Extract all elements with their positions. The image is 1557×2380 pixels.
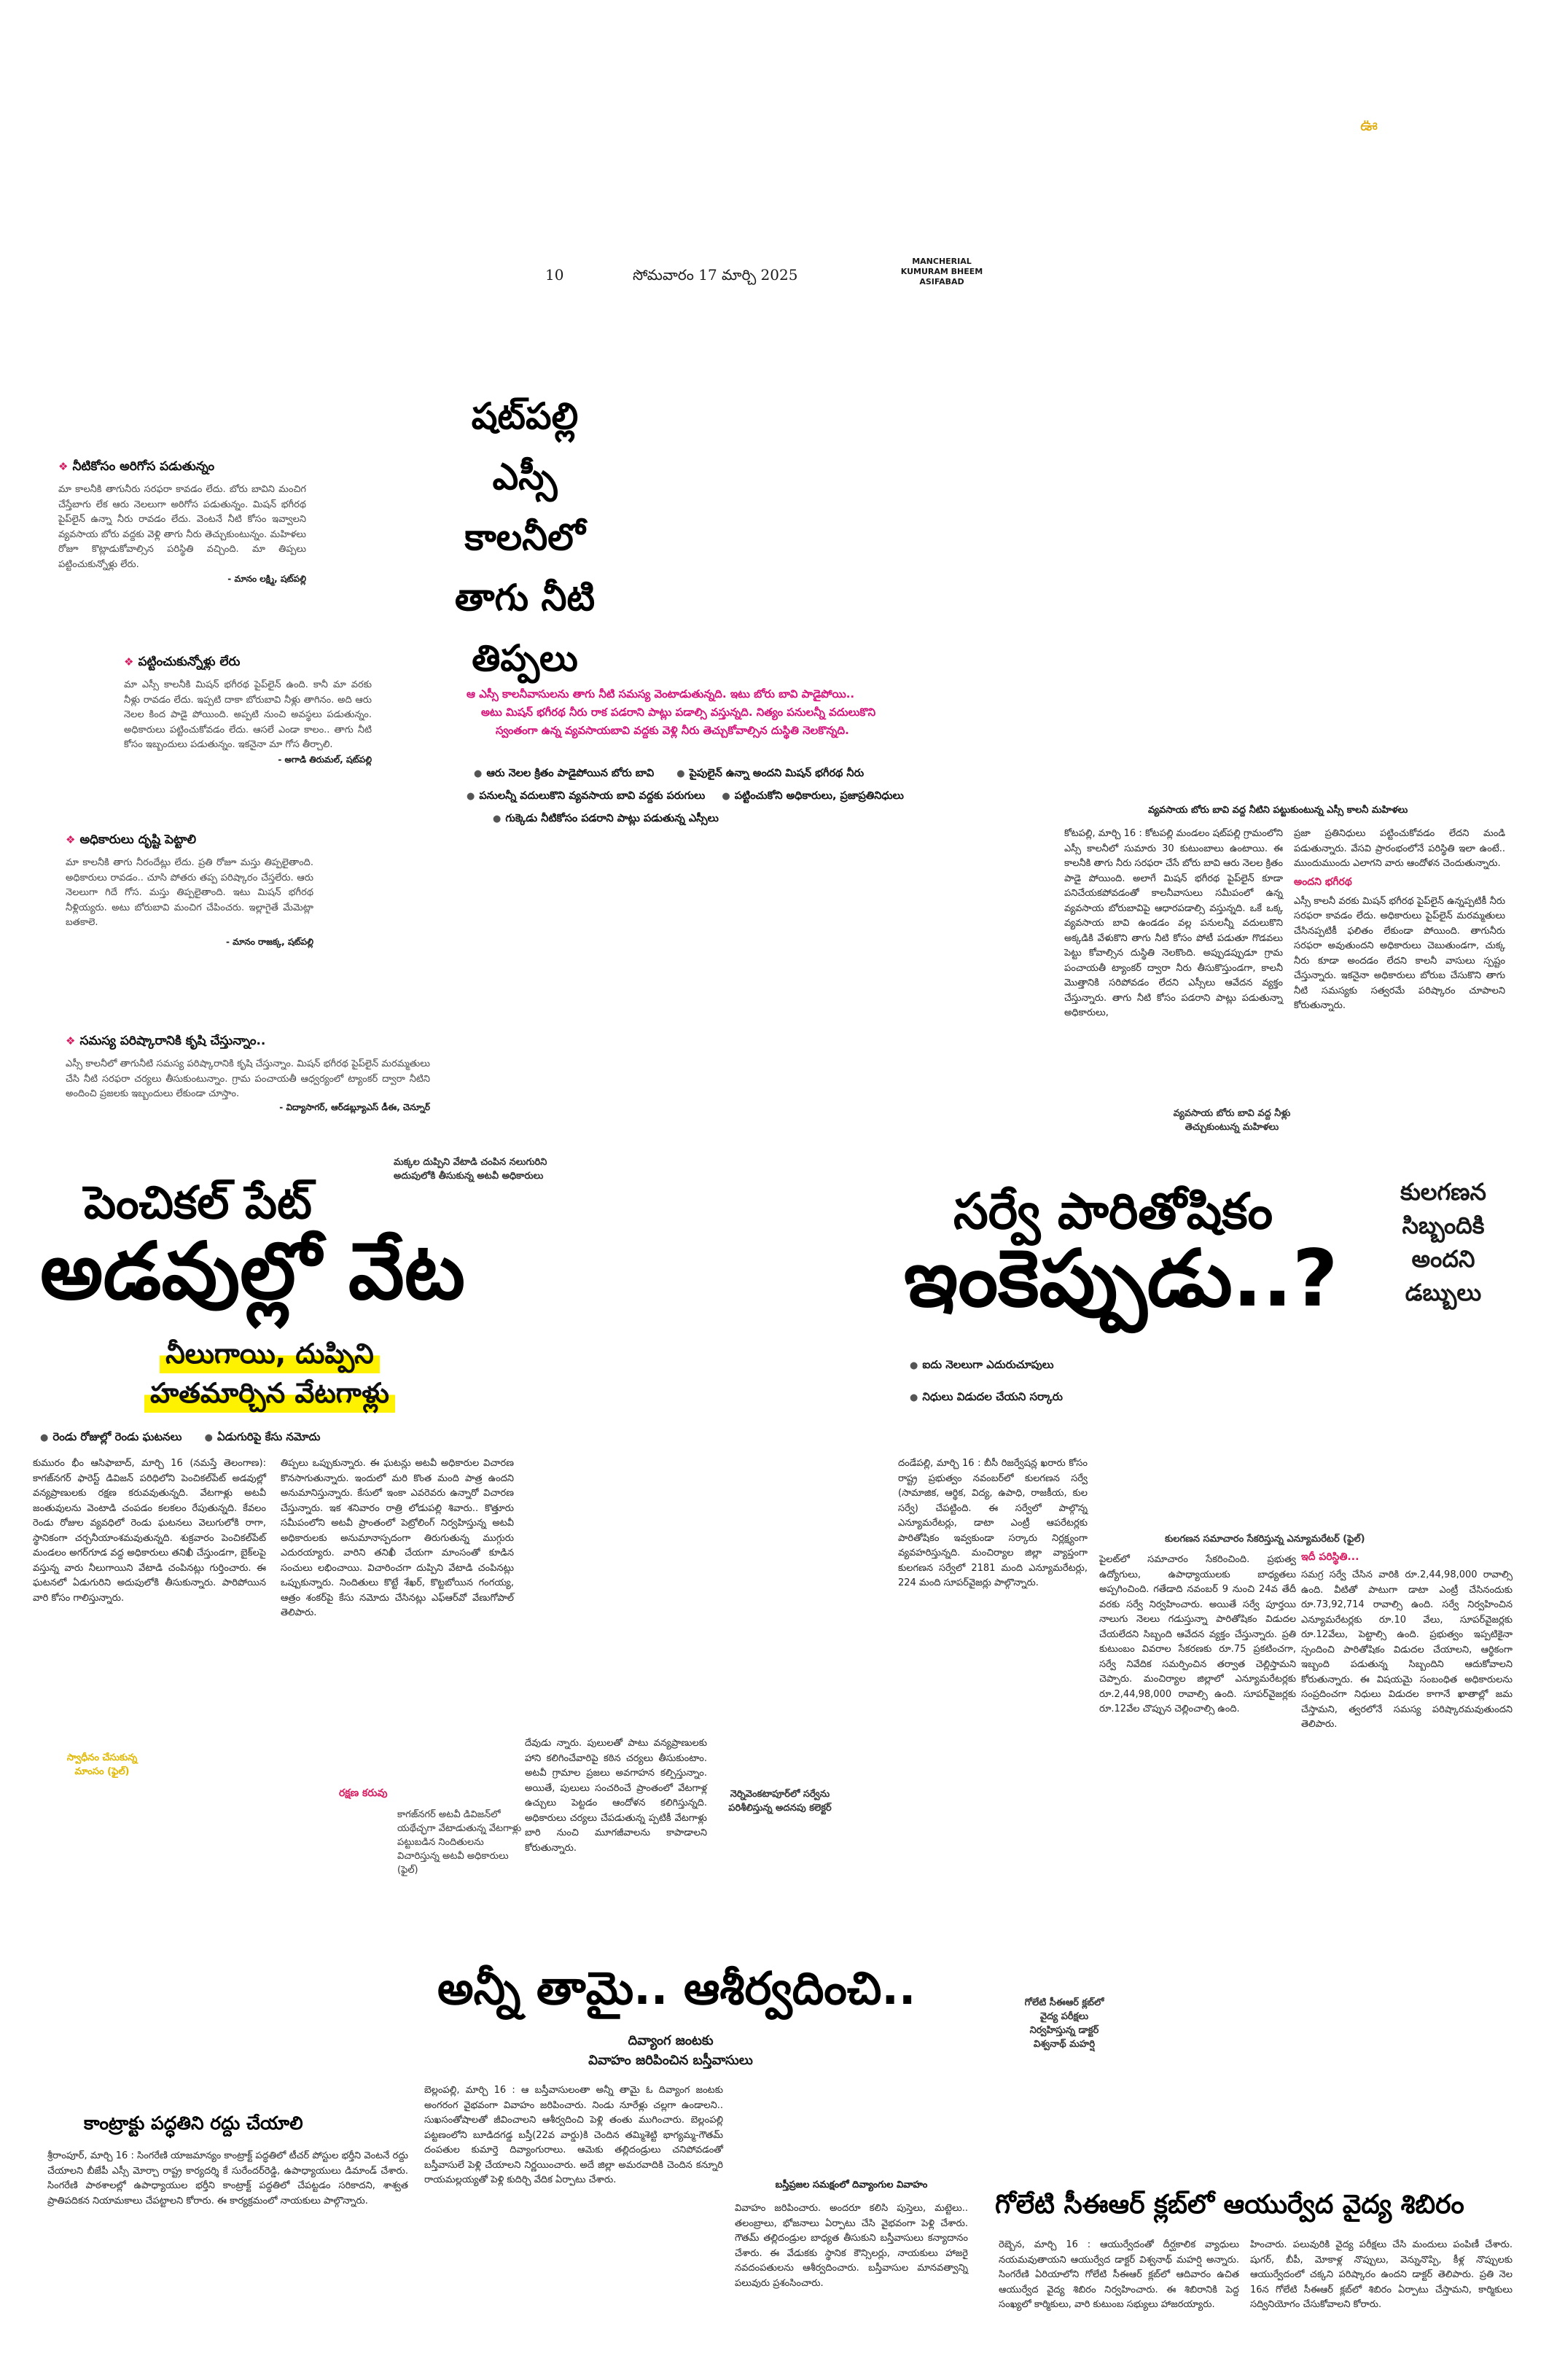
hunting-kicker: మక్కల దుప్పిని వేటాడి చంపిన నలుగురిని అద…	[394, 1157, 547, 1182]
water-side-caption: వ్యవసాయ బోరు బావి వద్ద నీటిని పట్టుకుంటు…	[1148, 805, 1408, 816]
marriage-col2: బస్తీప్రజల సమక్షంలో దివ్యాంగుల వివాహం వి…	[735, 2180, 968, 2289]
hunting-photo-caption-yellow: స్వాధీనం చేసుకున్న మాంసం (ఫైల్)	[66, 1752, 138, 1777]
bullet-icon: ●	[910, 1360, 918, 1371]
water-deck: ఆ ఎస్సీ కాలనీవాసులను తాగు నీటి సమస్య వెం…	[467, 687, 876, 737]
hunting-col1: కుమురం భీం ఆసిఫాబాద్, మార్చి 16 (నమస్తే …	[33, 1458, 266, 1604]
survey-side-lines: కులగణన సిబ్బందికి అందని డబ్బులు	[1400, 1178, 1487, 1306]
masthead-date: సోమవారం 17 మార్చి 2025	[633, 266, 798, 284]
hunting-photo-caption-2: కాగజ్‌నగర్ అటవీ డివిజన్‌లో యథేచ్ఛగా వేటా…	[397, 1809, 522, 1876]
survey-col1: దండేపల్లి, మార్చి 16 : బీసీ రిజర్వేషన్ల …	[898, 1458, 1088, 1588]
bullet-icon: ●	[204, 1432, 213, 1443]
bullet-icon: ●	[722, 791, 730, 802]
survey-headline-big: ఇంకెప్పుడు..?	[904, 1233, 1338, 1324]
bullet-icon: ●	[910, 1392, 918, 1403]
water-dateline-text: కోటపల్లి, మార్చి 16 : కోటపల్లి మండలం షట్…	[1064, 828, 1283, 1018]
water-bullets: ●ఆరు నెలల క్రితం పాడైపోయిన బోరు బావి ●పై…	[467, 768, 904, 824]
hunting-photo-caption-3: నెర్నివెంకటాపూర్‌లో సర్వేను పరిశీలిస్తున…	[728, 1789, 832, 1814]
water-photo-caption: వ్యవసాయ బోరు బావి వద్ద నీళ్లు తెచ్చుకుంట…	[1173, 1108, 1291, 1133]
water-quote-1: ❖నీటికోసం అరిగోస పడుతున్నం మా కాలనీకి తా…	[58, 459, 306, 584]
bullet-icon: ●	[474, 768, 483, 779]
contract-text: శ్రీరాంపూర్, మార్చి 16 : సింగరేణి యాజమాన…	[47, 2150, 408, 2207]
water-quote-3: ❖అధికారులు దృష్టి పెట్టాలి మా కాలనీకి తా…	[66, 832, 313, 947]
ayurveda-headline: గోలేటి సీఈఆర్‌ క్లబ్‌లో ఆయుర్వేద వైద్య శ…	[995, 2190, 1464, 2220]
survey-col2: పైలట్‌లో సమాచారం సేకరించింది. ప్రభుత్వ ఉ…	[1099, 1554, 1296, 1714]
hunting-headline-small: పెంచికల్‌ పేట్‌	[84, 1176, 312, 1229]
diamond-icon: ❖	[66, 833, 76, 846]
marriage-headline: అన్నీ తామై.. ఆశీర్వదించి..	[437, 1962, 916, 2015]
survey-bullets: ●ఐదు నెలలుగా ఎదురుచూపులు ●నిధులు విడుదల …	[910, 1358, 1063, 1403]
water-col3: ప్రజా ప్రతినిధులు పట్టించుకోవడం లేదని మం…	[1294, 828, 1505, 1011]
hunting-col3: దేవుడు న్నారు. పులులతో పాటు వన్యప్రాణులక…	[525, 1738, 707, 1854]
bullet-icon: ●	[40, 1432, 49, 1443]
water-quote-4: ❖సమస్య పరిష్కారానికి కృషి చేస్తున్నాం.. …	[66, 1034, 430, 1112]
masthead-district: MANCHERIAL KUMURAM BHEEM ASIFABAD	[900, 257, 983, 286]
hunting-byline: రక్షణ కరువు	[339, 1787, 388, 1799]
water-headline: షట్‌పల్లి ఎస్సీ కాలనీలో తాగు నీటి తిప్పల…	[454, 395, 596, 679]
water-quote-2: ❖పట్టించుకున్నోళ్లు లేరు మా ఎస్సీ కాలనీక…	[124, 655, 372, 765]
survey-col3: ఇదీ పరిస్థితి... సమగ్ర సర్వే చేసిన వారిక…	[1301, 1551, 1513, 1730]
marriage-photo-caption: గోలేటి సీఈఆర్ క్లబ్‌లో వైద్య పరీక్షలు ని…	[1024, 1997, 1104, 2050]
ayurveda-col1: రెబ్బెన, మార్చి 16 : ఆయుర్వేదంతో దీర్ఘకా…	[999, 2239, 1239, 2310]
contract-headline: కాంట్రాక్టు పద్ధతిని రద్దు చేయాలి	[84, 2112, 303, 2134]
ayurveda-col2: హించారు. పలువురికి వైద్య పరీక్షలు చేసి మ…	[1250, 2239, 1513, 2310]
survey-headline-top: సర్వే పారితోషికం	[953, 1183, 1273, 1241]
diamond-icon: ❖	[66, 1034, 76, 1047]
hunting-headline-big: అడవుల్లో వేట	[40, 1226, 465, 1317]
bullet-icon: ●	[676, 768, 685, 779]
marriage-col1: బెల్లంపల్లి, మార్చి 16 : ఆ బస్తీవాసులంతా…	[424, 2085, 723, 2185]
marriage-deck: దివ్యాంగ జంటకు వివాహం జరిపించిన బస్తీవాస…	[588, 2033, 753, 2068]
hunting-bullets: ●రెండు రోజుల్లో రెండు ఘటనలు ●ఏడుగురిపై క…	[40, 1430, 321, 1443]
page-number: 10	[545, 266, 564, 284]
hunting-col2: తిప్పలు ఒప్పుకున్నారు. ఈ ఘటన్లు అటవీ అధి…	[281, 1458, 514, 1618]
bullet-icon: ●	[493, 814, 502, 824]
bullet-icon: ●	[467, 791, 475, 802]
hunting-subhead: నీలుగాయి, దుప్పిని హతమార్చిన వేటగాళ్లు	[102, 1334, 437, 1413]
corner-mark: ఊ	[1360, 117, 1378, 135]
survey-photo-caption: కులగణన సమాచారం సేకరిస్తున్న ఎన్యూమరేటర్ …	[1165, 1534, 1365, 1545]
diamond-icon: ❖	[124, 655, 134, 668]
diamond-icon: ❖	[58, 460, 69, 473]
